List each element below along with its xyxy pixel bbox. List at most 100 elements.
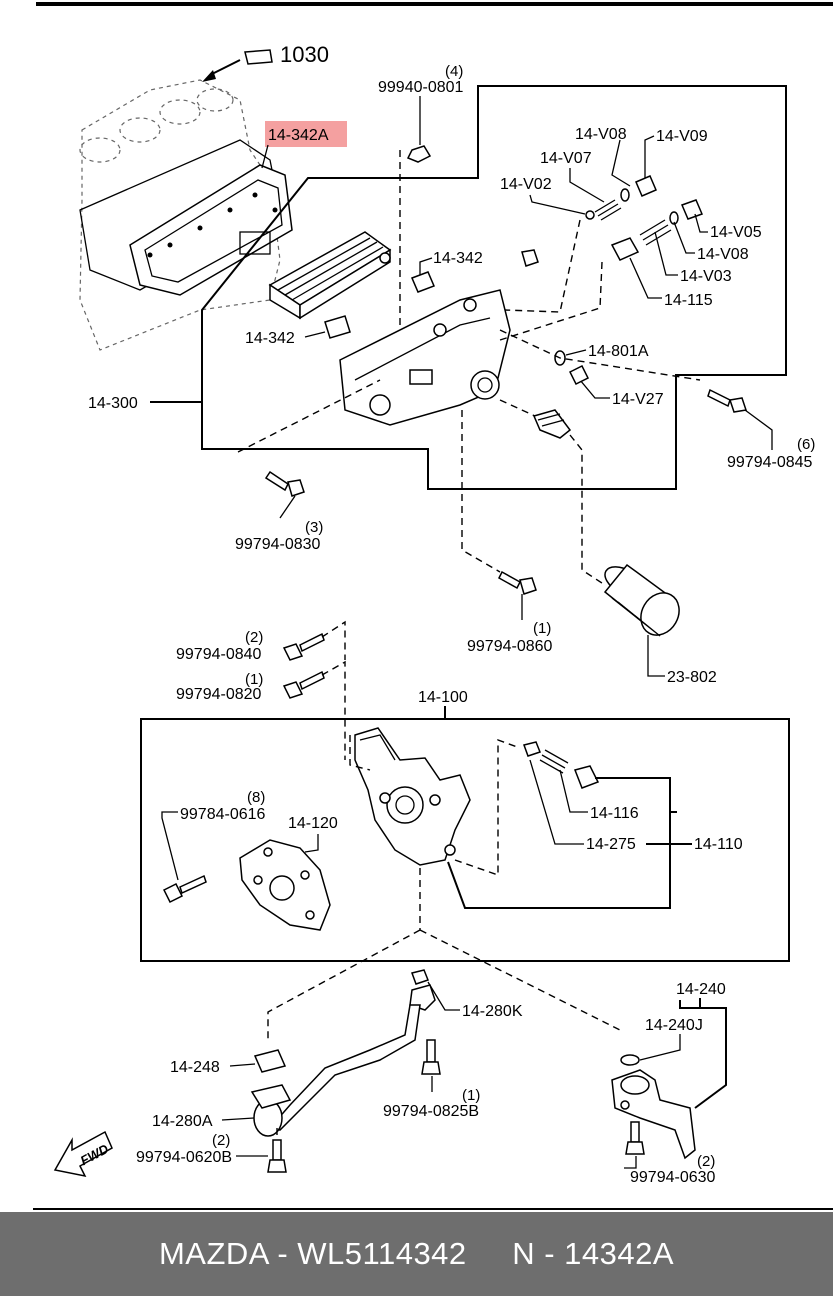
- leader-14-342A: [261, 144, 269, 169]
- dash-bolt-0820: [321, 660, 346, 760]
- leader-14-342-upper: [419, 257, 433, 275]
- label-14-300: 14-300: [88, 395, 138, 412]
- label-14-110: 14-110: [694, 836, 743, 853]
- qty-4: (4): [445, 63, 463, 80]
- leader-99794-0845: [744, 409, 773, 450]
- leader-14-115: [629, 257, 662, 299]
- leader-14-V05: [694, 213, 708, 233]
- label-99794-0845: 99794-0845: [727, 454, 813, 471]
- dash-plug: [499, 329, 701, 381]
- leader-14-V08-lower: [673, 221, 695, 254]
- label-14-240J: 14-240J: [645, 1017, 703, 1034]
- leader-14-120: [304, 834, 319, 853]
- gasket-14-248: [253, 1049, 287, 1073]
- leader-14-V07: [569, 168, 605, 203]
- ref-1030-icon: [244, 49, 273, 65]
- footer-part-number: MAZDA - WL5114342 N - 14342A: [158, 1236, 675, 1271]
- label-14-V08-lower: 14-V08: [697, 246, 749, 263]
- leader-23-802: [647, 635, 665, 677]
- group-box-14-300: [201, 85, 787, 490]
- oil-cooler-drawing: [268, 231, 392, 320]
- label-99794-0830: 99794-0830: [235, 536, 321, 553]
- label-99940-0801: 99940-0801: [378, 79, 464, 96]
- label-14-342-upper: 14-342: [433, 250, 483, 267]
- dash-relief-valve: [499, 261, 603, 341]
- leader-14-280A: [221, 1117, 255, 1121]
- leader-14-V08-upper: [611, 139, 631, 187]
- label-14-V03: 14-V03: [680, 268, 732, 285]
- oil-filter-housing-drawing: [339, 249, 539, 426]
- label-14-240: 14-240: [676, 981, 726, 998]
- label-14-V09: 14-V09: [656, 128, 708, 145]
- leader-14-248: [229, 1063, 256, 1067]
- dash-bolt-0840: [321, 620, 346, 660]
- label-14-115: 14-115: [664, 292, 713, 309]
- leader-99794-0830: [279, 495, 296, 519]
- qty-8: (8): [247, 789, 265, 806]
- plug-14-V27: [568, 364, 590, 386]
- parts-diagram: 1030 14-342A 14-300 (4) 99940-0801 14-34…: [33, 2, 833, 1210]
- dash-pump-valve: [454, 739, 521, 876]
- label-14-248: 14-248: [170, 1059, 220, 1076]
- bolt-99794-0630: [625, 1121, 645, 1155]
- label-14-120: 14-120: [288, 815, 338, 832]
- group-box-14-100: [140, 718, 790, 962]
- screw-99784-0616: [162, 874, 207, 904]
- ref-arrow-line: [209, 59, 241, 76]
- leader-14-801A: [565, 349, 587, 356]
- dash-bolt-0830: [237, 379, 381, 453]
- leader-99794-0630: [624, 1156, 637, 1169]
- dash-baffle: [419, 929, 621, 1031]
- oil-filter-drawing: [603, 563, 680, 637]
- bolt-99794-0620B: [267, 1139, 287, 1173]
- leader-99784-0616: [161, 811, 179, 881]
- oil-baffle-drawing: [611, 1069, 696, 1160]
- label-14-V05: 14-V05: [710, 224, 762, 241]
- qty-3: (3): [305, 519, 323, 536]
- leader-14-342-lower: [304, 331, 326, 338]
- gasket-14-240J: [620, 1054, 640, 1066]
- bolt-99794-0860: [498, 570, 537, 595]
- bracket-14-110: [447, 777, 671, 909]
- fwd-arrow-icon: [53, 1130, 113, 1178]
- oil-pressure-switch-drawing: [532, 409, 572, 439]
- bolt-99794-0845: [707, 388, 747, 413]
- label-14-342-lower: 14-342: [245, 330, 295, 347]
- label-14-V02: 14-V02: [500, 176, 552, 193]
- label-14-280K: 14-280K: [462, 1003, 523, 1020]
- dash-switch: [499, 399, 536, 417]
- leader-14-V09: [644, 135, 655, 178]
- label-99794-0860: 99794-0860: [467, 638, 553, 655]
- qty-6: (6): [797, 436, 815, 453]
- highlight-14-342A: [265, 121, 347, 147]
- oil-pump-body-drawing: [354, 727, 471, 866]
- bolt-99794-0825B: [421, 1039, 441, 1075]
- nut-99940-0801: [406, 145, 432, 163]
- label-99794-0820: 99794-0820: [176, 686, 262, 703]
- relief-valve-parts-drawing: [585, 175, 704, 261]
- oil-cooler-gasket-drawing: [129, 164, 293, 296]
- leader-14-V03: [654, 231, 678, 276]
- bolt-99794-0830: [264, 470, 305, 497]
- label-99794-0840: 99794-0840: [176, 646, 262, 663]
- ref-arrow-head: [202, 70, 216, 82]
- label-99794-0620B: 99794-0620B: [136, 1149, 232, 1166]
- leader-14-240J: [639, 1034, 681, 1061]
- relief-valve-14-110-drawing: [523, 741, 600, 789]
- oil-strainer-pipe-drawing: [250, 969, 436, 1137]
- gasket-14-342-lower: [324, 315, 351, 339]
- leader-14-275: [529, 759, 584, 845]
- label-14-280A: 14-280A: [152, 1113, 213, 1130]
- qty-1b: (1): [245, 671, 263, 688]
- label-14-V07: 14-V07: [540, 150, 592, 167]
- footer-bar: MAZDA - WL5114342 N - 14342A: [0, 1212, 833, 1296]
- oil-pump-cover-drawing: [239, 839, 331, 931]
- label-14-V27: 14-V27: [612, 391, 664, 408]
- label-1030: 1030: [280, 42, 329, 67]
- label-99794-0630: 99794-0630: [630, 1169, 716, 1186]
- label-14-V08-upper: 14-V08: [575, 126, 627, 143]
- qty-1a: (1): [533, 620, 551, 637]
- label-99784-0616: 99784-0616: [180, 806, 266, 823]
- label-99794-0825B: 99794-0825B: [383, 1103, 479, 1120]
- bracket-14-240: [679, 1000, 727, 1109]
